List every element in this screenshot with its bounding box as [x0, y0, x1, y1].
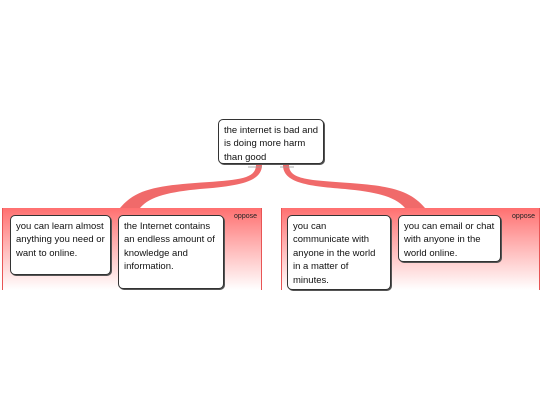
branch-to-right-group	[283, 165, 425, 208]
group-label-oppose: oppose	[234, 213, 257, 220]
central-topic-node[interactable]: the internet is bad and is doing more ha…	[218, 119, 324, 164]
topic-node-email-chat[interactable]: you can email or chat with anyone in the…	[398, 215, 501, 262]
branch-to-left-group	[120, 165, 262, 208]
topic-node-internet-knowledge[interactable]: the Internet contains an endless amount …	[118, 215, 224, 289]
group-label-oppose: oppose	[512, 213, 535, 220]
topic-node-learn-online[interactable]: you can learn almost anything you need o…	[10, 215, 111, 275]
topic-node-communicate-anyone[interactable]: you can communicate with anyone in the w…	[287, 215, 391, 290]
